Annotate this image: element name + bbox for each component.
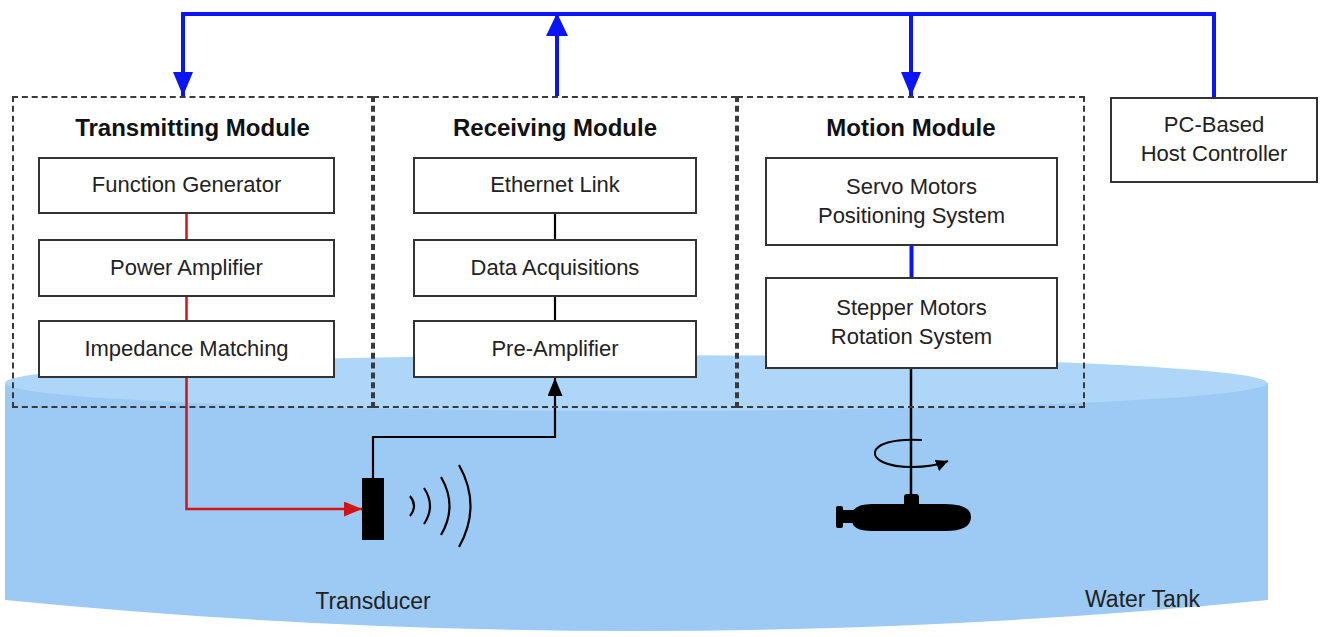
connector bbox=[373, 378, 555, 478]
box-label: Stepper Motors Rotation System bbox=[806, 294, 1018, 351]
connector bbox=[911, 14, 1214, 97]
submarine-hull bbox=[852, 504, 971, 531]
submarine-propeller bbox=[836, 506, 843, 528]
process-box: Data Acquisitions bbox=[413, 239, 697, 297]
box-label: PC-Based Host Controller bbox=[1140, 111, 1289, 168]
wave bbox=[424, 488, 430, 524]
connector bbox=[187, 378, 363, 509]
connector-line bbox=[557, 14, 1214, 97]
module-title: Receiving Module bbox=[375, 114, 735, 143]
connector bbox=[555, 214, 556, 239]
box-label: Servo Motors Positioning System bbox=[806, 173, 1018, 230]
module-group: Receiving ModuleEthernet LinkData Acquis… bbox=[373, 96, 737, 408]
connector bbox=[183, 14, 1214, 97]
connector-line bbox=[185, 214, 188, 239]
connector bbox=[911, 246, 912, 277]
sound-waves bbox=[410, 465, 471, 547]
wave bbox=[441, 477, 450, 535]
transducer: Transducer bbox=[362, 478, 384, 540]
module-title: Transmitting Module bbox=[14, 114, 371, 143]
box-label: Power Amplifier bbox=[110, 254, 263, 283]
arrowhead bbox=[546, 13, 568, 36]
box-label: Pre-Amplifier bbox=[491, 335, 618, 364]
box-label: Data Acquisitions bbox=[471, 254, 640, 283]
rotation-shaft bbox=[910, 369, 913, 497]
connector bbox=[546, 13, 1214, 97]
module-group: Motion ModuleServo Motors Positioning Sy… bbox=[737, 96, 1085, 408]
connector-line bbox=[185, 297, 188, 320]
box-label: Ethernet Link bbox=[490, 171, 620, 200]
submarine-tail bbox=[843, 510, 855, 523]
connector-line bbox=[183, 14, 1214, 97]
module-group: Transmitting ModuleFunction GeneratorPow… bbox=[12, 96, 373, 408]
connector-line bbox=[187, 378, 363, 509]
process-box: Power Amplifier bbox=[38, 239, 335, 297]
connector-line bbox=[910, 246, 914, 277]
process-box: Stepper Motors Rotation System bbox=[765, 277, 1058, 369]
connector bbox=[186, 297, 187, 320]
process-box: Servo Motors Positioning System bbox=[765, 157, 1058, 246]
rotation-arrow bbox=[875, 440, 948, 467]
box-label: Impedance Matching bbox=[84, 335, 288, 364]
process-box: Impedance Matching bbox=[38, 320, 335, 378]
process-box: Pre-Amplifier bbox=[413, 320, 697, 378]
box-label: Function Generator bbox=[92, 171, 282, 200]
module-title: Motion Module bbox=[739, 114, 1083, 143]
connector-line bbox=[373, 378, 555, 478]
wave bbox=[410, 496, 414, 516]
connector-line bbox=[554, 214, 556, 239]
submarine bbox=[836, 494, 971, 531]
water-tank-body bbox=[5, 383, 1268, 631]
connector-line bbox=[554, 297, 556, 320]
process-box: Function Generator bbox=[38, 157, 335, 214]
wave bbox=[459, 465, 471, 547]
connector bbox=[555, 297, 556, 320]
controller-box: PC-Based Host Controller bbox=[1110, 97, 1318, 183]
tank-label: Water Tank bbox=[1085, 586, 1200, 614]
connector-line bbox=[911, 14, 1214, 97]
process-box: Ethernet Link bbox=[413, 157, 697, 214]
transducer-label: Transducer bbox=[315, 588, 430, 616]
connector bbox=[186, 214, 187, 239]
submarine-tower bbox=[904, 494, 919, 508]
